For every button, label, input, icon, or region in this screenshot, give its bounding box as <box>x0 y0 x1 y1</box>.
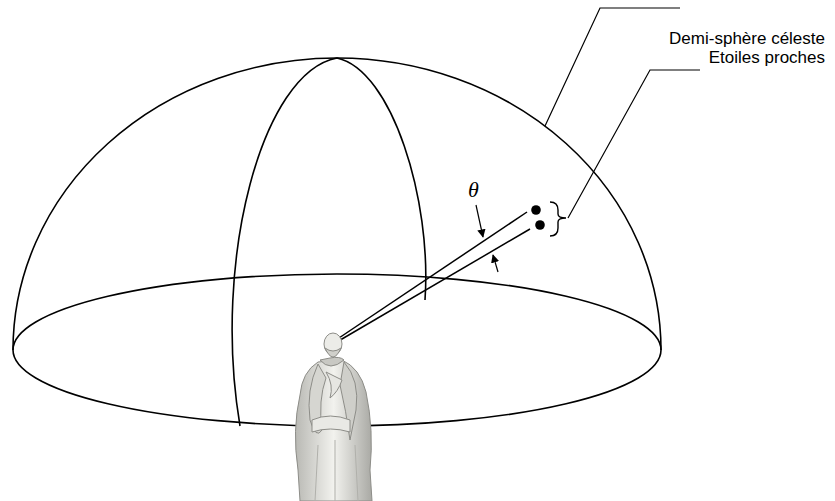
dome-label: Demi-sphère céleste <box>669 29 825 49</box>
dome-outline <box>13 58 661 350</box>
bracket <box>550 202 566 236</box>
sight-line <box>330 229 530 346</box>
angle-symbol: θ <box>468 178 479 202</box>
stars-label: Etoiles proches <box>709 48 825 68</box>
leader-line <box>568 70 700 218</box>
angle-arrow <box>493 255 498 272</box>
star <box>531 205 541 215</box>
leader-line <box>545 8 680 126</box>
statue <box>295 333 372 501</box>
sight-line <box>330 212 527 344</box>
star <box>535 220 545 230</box>
angle-arrow <box>476 205 483 237</box>
